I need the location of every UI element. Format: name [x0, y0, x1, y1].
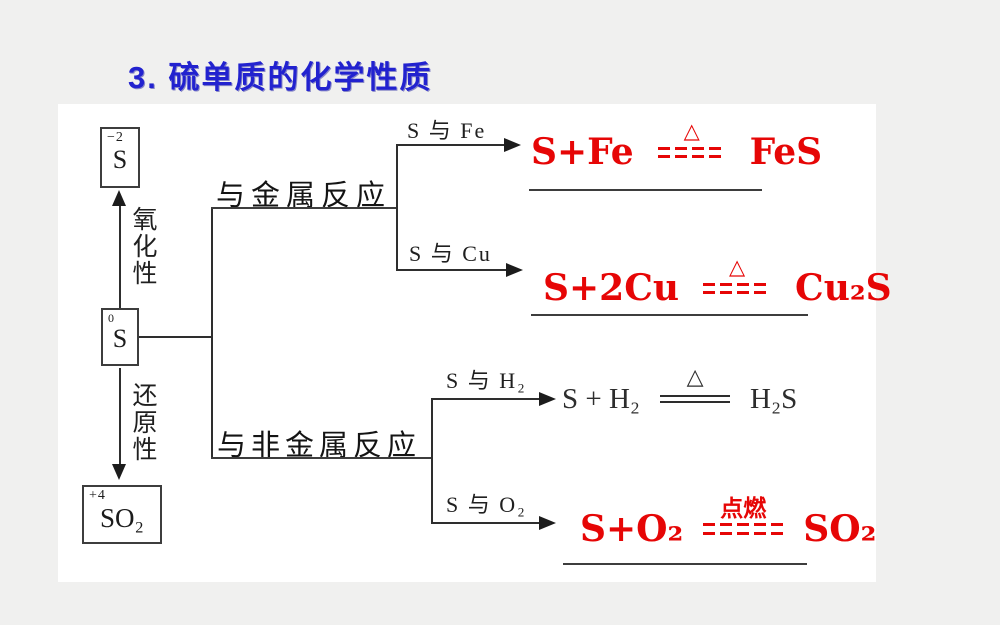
oxidation-state: +4	[89, 488, 106, 503]
equation-s-h2: S + H₂ △ H₂S	[562, 367, 798, 421]
equals-stroke	[657, 154, 726, 158]
arrow-s-h2-line	[431, 398, 541, 400]
species-box-so2: +4 SO₂	[82, 485, 162, 544]
branch-underline	[211, 207, 398, 209]
label-oxidizing: 氧化性	[129, 206, 156, 287]
equation-underline	[529, 189, 762, 191]
arrow-right-icon	[539, 392, 556, 406]
sub-branch-label-s-cu: S 与 Cu	[409, 241, 492, 266]
arrow-s-cu-line	[396, 269, 508, 271]
eq-lhs: S+O₂	[580, 508, 684, 550]
oxidation-state: 0	[108, 311, 115, 325]
equation-s-o2: S+O₂ 点燃 SO₂	[580, 498, 877, 552]
eq-condition: △	[728, 254, 746, 279]
equals-lines: △	[657, 120, 726, 158]
equals-stroke	[660, 401, 731, 403]
sub-branch-label-s-h2: S 与 H₂	[446, 368, 527, 393]
species-box-s-minus2: −2 S	[100, 127, 140, 188]
eq-lhs: S+2Cu	[543, 267, 680, 309]
equals-lines: △	[703, 256, 772, 294]
sub-branch-label-s-o2: S 与 O₂	[446, 492, 527, 517]
eq-rhs: SO₂	[803, 508, 877, 550]
eq-rhs: Cu₂S	[795, 267, 892, 309]
oxidation-state: −2	[107, 130, 124, 145]
branch-label-metal: 与金属反应	[216, 180, 392, 212]
arrow-down-icon	[112, 464, 126, 480]
equation-s-cu: S+2Cu △ Cu₂S	[543, 256, 892, 311]
eq-rhs: FeS	[749, 131, 823, 173]
equation-underline	[563, 563, 807, 565]
equals-stroke	[660, 395, 731, 397]
metal-bracket-line	[396, 145, 398, 271]
equals-stroke	[703, 532, 784, 535]
diagram-panel	[58, 104, 876, 582]
eq-lhs: S + H₂	[562, 382, 641, 415]
page-title: 3. 硫单质的化学性质	[128, 60, 433, 95]
equals-lines: 点燃	[703, 498, 784, 535]
species-formula: S	[112, 145, 128, 174]
label-reducing: 还原性	[129, 382, 156, 463]
equals-stroke	[703, 282, 772, 286]
nonmetal-bracket-line	[431, 398, 433, 524]
eq-rhs: H₂S	[750, 382, 798, 415]
equals-lines: △	[660, 367, 731, 403]
equals-stroke	[703, 290, 772, 294]
eq-lhs: S+Fe	[531, 131, 634, 173]
eq-condition: △	[686, 365, 704, 390]
arrow-right-icon	[504, 138, 521, 152]
equation-s-fe: S+Fe △ FeS	[531, 120, 823, 175]
eq-condition: 点燃	[720, 496, 767, 522]
equals-stroke	[703, 523, 784, 526]
sub-branch-label-s-fe: S 与 Fe	[407, 118, 487, 143]
oxidizing-arrow-line	[119, 205, 121, 308]
arrow-s-fe-line	[396, 144, 506, 146]
equals-stroke	[657, 146, 726, 150]
branch-label-nonmetal: 与非金属反应	[217, 430, 422, 462]
arrow-up-icon	[112, 190, 126, 206]
equation-underline	[531, 314, 808, 316]
connector-line	[139, 336, 212, 338]
branch-underline	[211, 457, 433, 459]
species-formula: S	[112, 324, 128, 353]
arrow-right-icon	[506, 263, 523, 277]
arrow-right-icon	[539, 516, 556, 530]
species-box-s-zero: 0 S	[101, 308, 139, 366]
branch-bracket-line	[211, 207, 213, 459]
reducing-arrow-line	[119, 368, 121, 466]
species-formula: SO₂	[100, 503, 144, 533]
eq-condition: △	[683, 118, 700, 143]
arrow-s-o2-line	[431, 522, 541, 524]
